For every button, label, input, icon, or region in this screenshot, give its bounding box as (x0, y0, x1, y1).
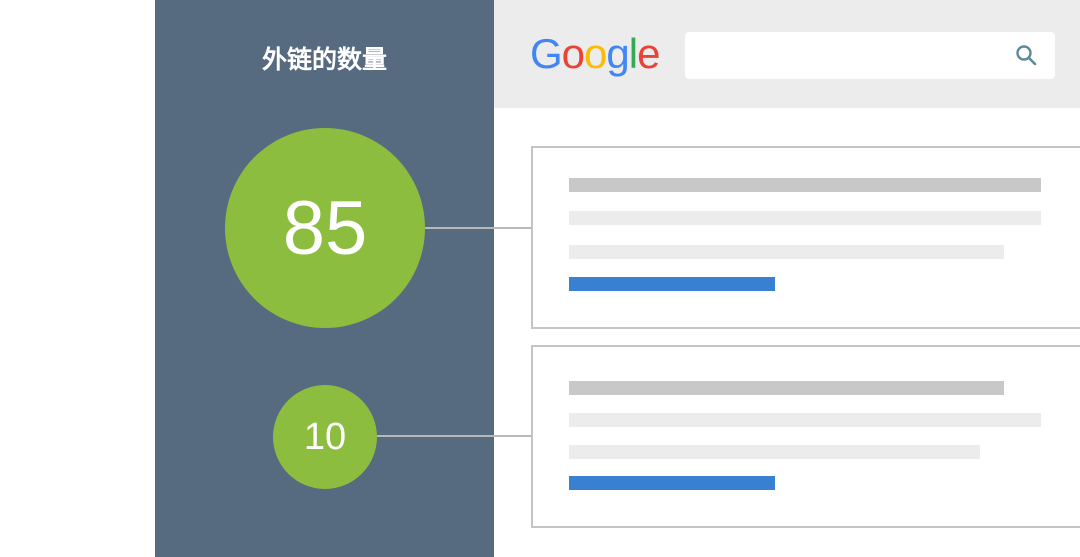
result-text-bar (569, 245, 1004, 259)
result-text-bar (569, 211, 1041, 225)
backlink-count-circle: 10 (273, 385, 377, 489)
search-icon[interactable] (1015, 44, 1037, 66)
search-result-card[interactable] (531, 146, 1080, 329)
panel-title: 外链的数量 (261, 45, 387, 74)
result-title-bar (569, 178, 1041, 192)
result-text-bar (569, 445, 980, 459)
result-link-bar (569, 476, 775, 490)
google-logo: Google (530, 30, 660, 77)
search-result-card[interactable] (531, 345, 1080, 528)
result-title-bar (569, 381, 1004, 395)
connector-line (377, 435, 531, 437)
result-link-bar (569, 277, 775, 291)
connector-line (425, 227, 531, 229)
search-input[interactable] (685, 32, 1055, 79)
backlink-count-circle: 85 (225, 128, 425, 328)
result-text-bar (569, 413, 1041, 427)
